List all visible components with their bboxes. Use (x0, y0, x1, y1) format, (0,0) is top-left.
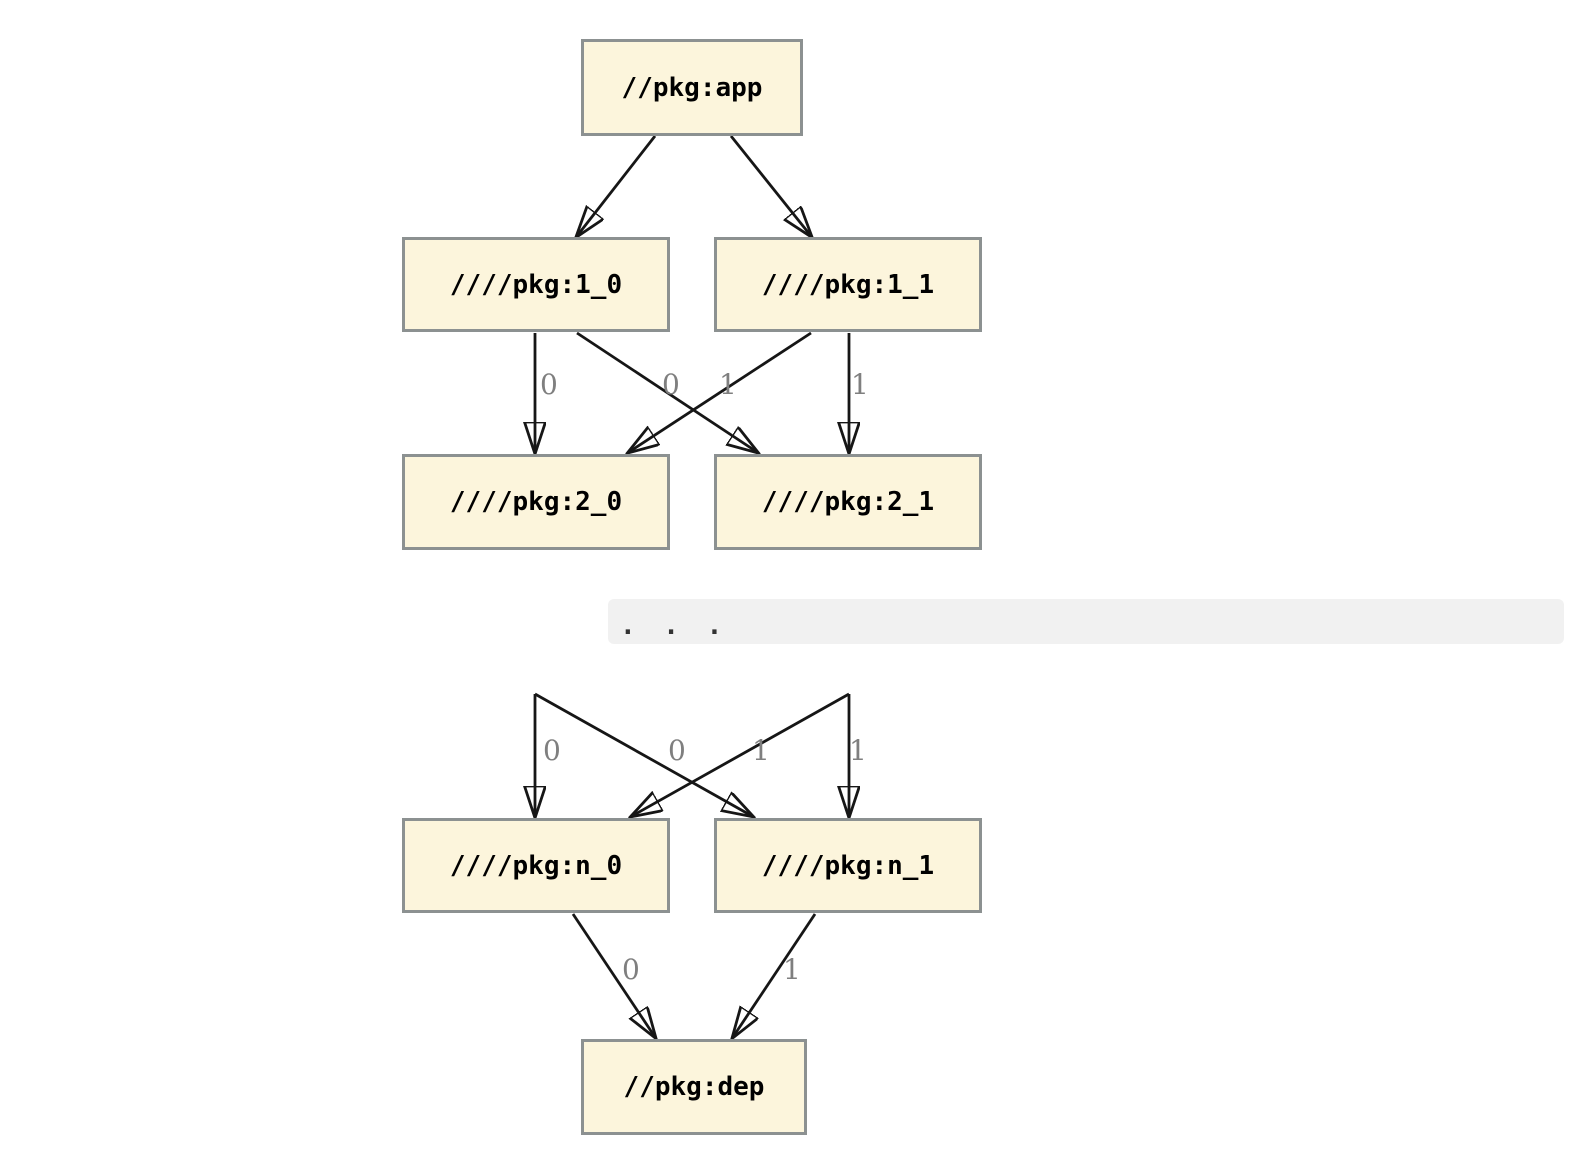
edge-n-1-to-dep (733, 913, 817, 1037)
edge-label-n-1-to-dep: 1 (783, 953, 801, 986)
edge-n-0-to-dep (571, 913, 655, 1037)
node-pkg-app-label: //pkg:app (621, 72, 763, 103)
node-pkg-1-1-label: ////pkg:1_1 (761, 269, 935, 300)
edge-label-n-in-0b: 0 (668, 734, 686, 767)
node-pkg-2-0-label: ////pkg:2_0 (449, 487, 623, 517)
ellipsis-dots: . . . (620, 611, 729, 641)
edge-label-n-in-1b: 1 (849, 734, 867, 767)
node-pkg-n-1-label: ////pkg:n_1 (761, 850, 935, 881)
edge-label-n-in-0a: 0 (543, 734, 561, 767)
edge-label-n-in-1a: 1 (752, 734, 770, 767)
node-pkg-1-0: ////pkg:1_0 (402, 237, 670, 332)
edge-label-1-0-to-2-0: 0 (540, 368, 558, 401)
node-pkg-dep: //pkg:dep (581, 1039, 807, 1135)
ellipsis-band: . . . (608, 599, 1564, 644)
edge-app-to-1-1 (729, 135, 811, 236)
edge-app-to-1-0 (577, 135, 657, 236)
node-pkg-2-1-label: ////pkg:2_1 (761, 487, 935, 517)
edge-1-0-to-2-1 (576, 331, 757, 452)
node-pkg-2-1: ////pkg:2_1 (714, 454, 982, 550)
node-pkg-n-0-label: ////pkg:n_0 (449, 850, 623, 881)
node-pkg-n-1: ////pkg:n_1 (714, 818, 982, 913)
node-pkg-n-0: ////pkg:n_0 (402, 818, 670, 913)
node-pkg-1-1: ////pkg:1_1 (714, 237, 982, 332)
edge-label-n-0-to-dep: 0 (622, 953, 640, 986)
edge-label-1-0-to-2-1: 1 (719, 368, 737, 401)
edge-label-1-1-to-2-0: 0 (662, 368, 680, 401)
node-pkg-1-0-label: ////pkg:1_0 (449, 269, 623, 300)
edge-ellipsis-to-n-1-cross (534, 692, 752, 816)
node-pkg-dep-label: //pkg:dep (623, 1072, 765, 1102)
edge-ellipsis-to-n-0-cross (632, 692, 850, 816)
edge-label-1-1-to-2-1: 1 (851, 368, 869, 401)
node-pkg-app: //pkg:app (581, 39, 803, 136)
node-pkg-2-0: ////pkg:2_0 (402, 454, 670, 550)
edge-1-1-to-2-0 (629, 331, 812, 452)
